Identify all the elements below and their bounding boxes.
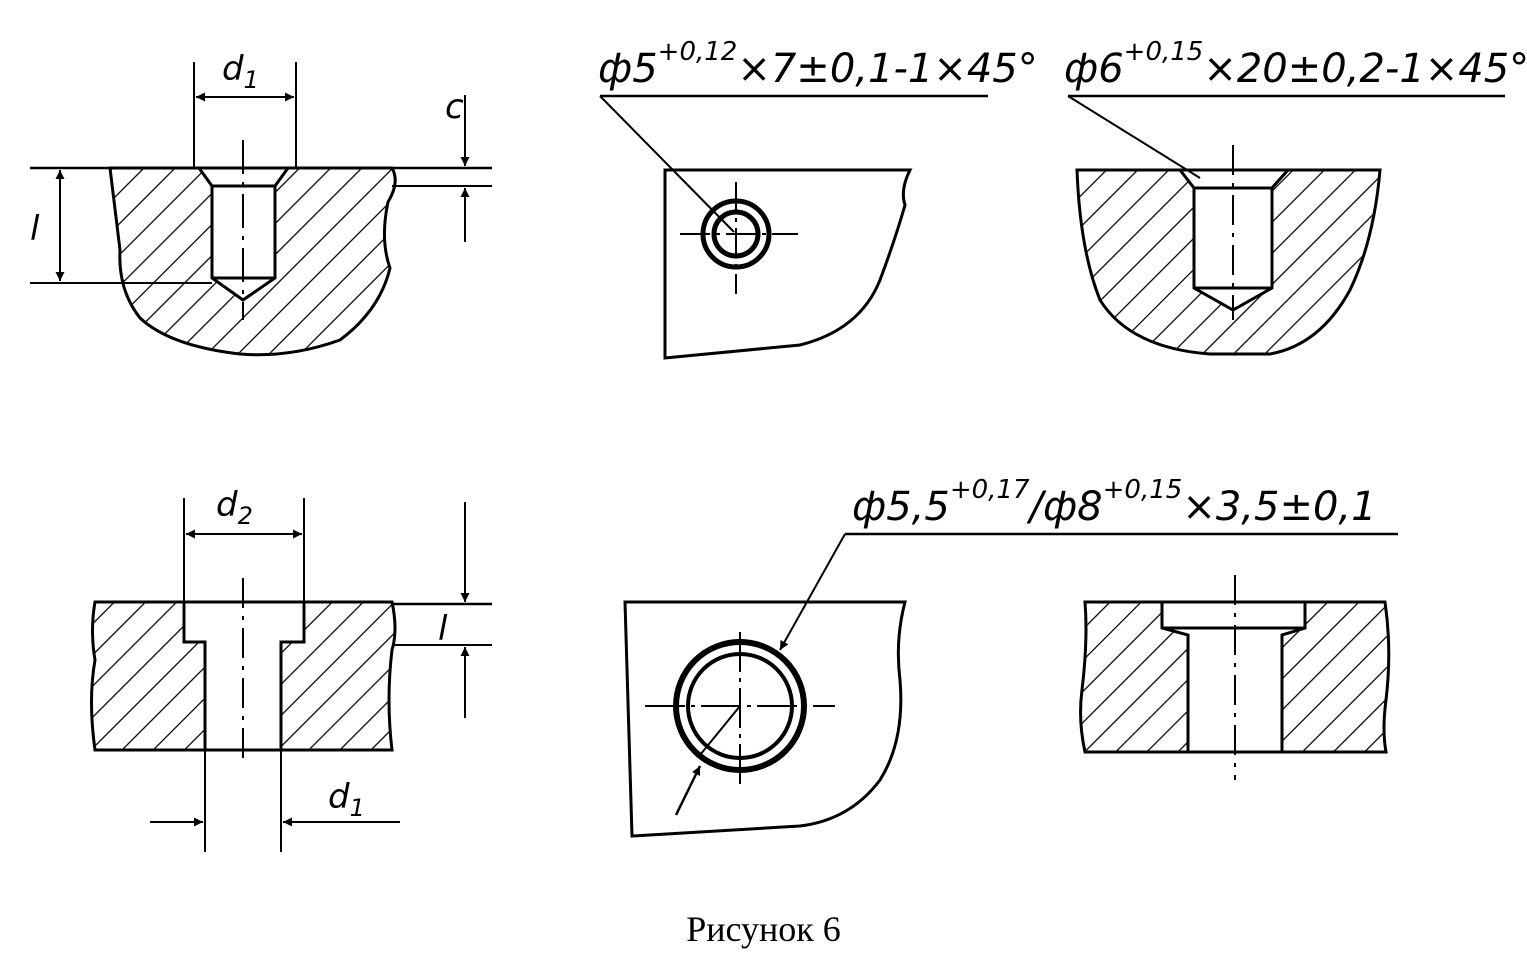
label-d1-bottom: d1 [328,777,365,822]
label-c: c [445,87,464,127]
view-counterbore-section: d2 d1 l [90,485,492,852]
view-counterbore-section-2 [1079,575,1391,780]
leader-line [1067,95,1201,179]
label-d2: d2 [216,485,253,530]
note-blind-hole-section: ф6+0,15×20±0,2-1×45° [1064,37,1527,92]
note-counterbore: ф5,5+0,17/ф8+0,15×3,5±0,1 [852,475,1377,530]
label-d1: d1 [222,49,259,94]
leader-line [779,533,846,651]
leader-line [599,95,735,233]
part-outline [623,600,907,838]
note-blind-hole: ф5+0,12×7±0,1-1×45° [598,37,1038,92]
counterbore-cavity [1160,600,1307,754]
hole-cavity [196,166,291,302]
leader-line-lower [699,705,741,756]
label-l-bottom: l [438,609,448,649]
hole-cavity [1176,168,1292,312]
view-blind-hole-plan: ф5+0,12×7±0,1-1×45° [598,37,1038,360]
label-l: l [30,209,40,249]
view-blind-hole-section-2: ф6+0,15×20±0,2-1×45° [1064,37,1527,356]
figure-caption: Рисунок 6 [686,909,841,949]
view-counterbore-plan: ф5,5+0,17/ф8+0,15×3,5±0,1 [623,475,1398,838]
view-blind-hole-section: d1 l c [30,49,492,357]
